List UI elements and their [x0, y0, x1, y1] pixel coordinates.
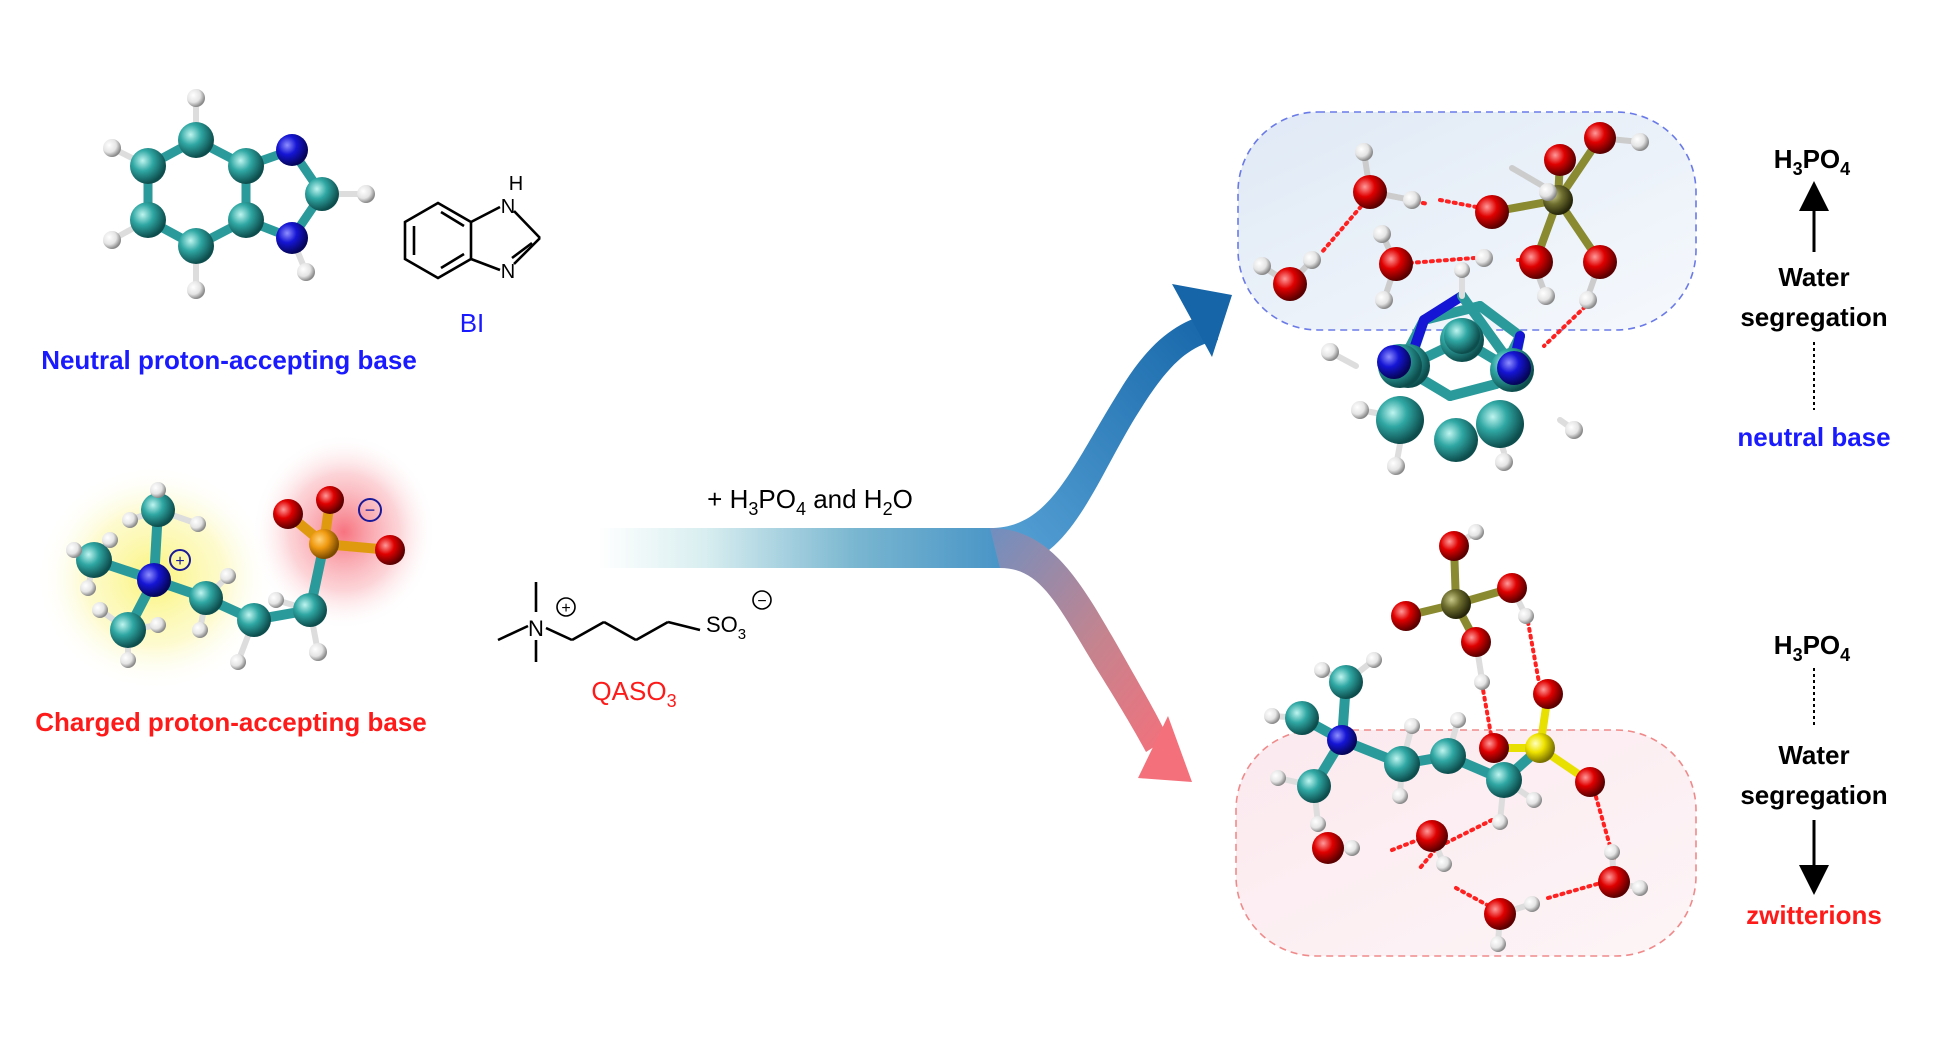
bottom-acid-mid: PO: [1803, 630, 1841, 660]
bi-ball-and-stick-model: [103, 89, 375, 299]
qaso3-name-sub: 3: [667, 691, 677, 711]
reagent-sub2: 4: [796, 499, 806, 519]
top-acid-label: H3PO4: [1774, 144, 1850, 179]
neutral-base-caption: Neutral proton-accepting base: [41, 345, 417, 375]
qaso3-so-label: SO: [706, 612, 738, 637]
reagent-end: O: [893, 484, 913, 514]
top-acid-mid: PO: [1803, 144, 1841, 174]
bottom-acid-sub1: 3: [1793, 645, 1803, 665]
qaso3-n-label: N: [528, 616, 544, 641]
top-acid-sub2: 4: [1840, 159, 1850, 179]
top-base-label: neutral base: [1737, 422, 1890, 452]
top-water-line2: segregation: [1740, 302, 1887, 332]
qaso3-name-main: QASO: [591, 676, 666, 706]
reagent-mid: PO: [758, 484, 796, 514]
bi-skeletal-structure: [403, 201, 541, 280]
top-acid-main: H: [1774, 144, 1793, 174]
qaso3-so3-group: SO3: [706, 612, 746, 643]
bifurcating-arrow: [598, 284, 1232, 782]
qaso3-skeletal-structure: [497, 582, 701, 662]
qaso3-model-plus-sign: +: [175, 553, 184, 570]
reagent-and: and H: [806, 484, 883, 514]
reagent-prefix: + H: [707, 484, 748, 514]
bi-n-label: N: [501, 261, 515, 283]
reagent-sub3: 2: [883, 499, 893, 519]
reagent-sub1: 3: [748, 499, 758, 519]
bottom-acid-label: H3PO4: [1774, 630, 1850, 665]
qaso3-ball-and-stick-model: + −: [37, 434, 436, 690]
bottom-base-label: zwitterions: [1746, 900, 1882, 930]
qaso3-skeletal-minus-sign: −: [757, 593, 766, 610]
bi-nh-h-label: H: [509, 173, 523, 195]
bottom-water-line1: Water: [1778, 740, 1849, 770]
bottom-water-line2: segregation: [1740, 780, 1887, 810]
bottom-acid-sub2: 4: [1840, 645, 1850, 665]
top-complex-neutral-base: [1237, 111, 1697, 475]
top-acid-sub1: 3: [1793, 159, 1803, 179]
bottom-acid-main: H: [1774, 630, 1793, 660]
qaso3-model-minus-sign: −: [365, 500, 376, 520]
top-water-line1: Water: [1778, 262, 1849, 292]
charged-base-caption: Charged proton-accepting base: [35, 707, 427, 737]
qaso3-name-label: QASO3: [591, 676, 676, 711]
qaso3-so-sub: 3: [738, 626, 746, 643]
reagent-label: + H3PO4 and H2O: [707, 484, 913, 519]
bi-nh-n-label: N: [501, 196, 515, 218]
bottom-complex-zwitterion: [1235, 524, 1697, 957]
qaso3-skeletal-plus-sign: +: [561, 600, 570, 617]
bi-name-label: BI: [460, 308, 485, 338]
